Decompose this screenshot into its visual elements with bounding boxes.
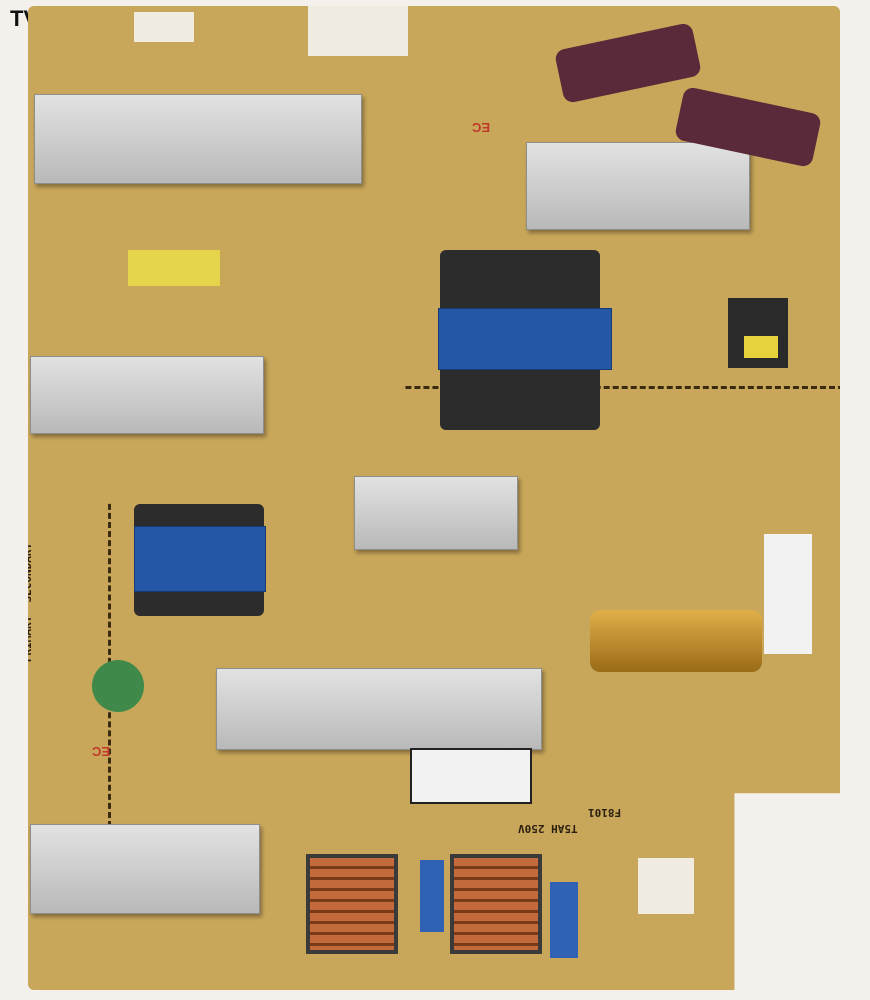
line-filter-choke	[450, 854, 542, 954]
fuse-label-2: T5AH 250V	[518, 822, 578, 835]
yellow-inductor	[744, 336, 778, 358]
heatsink	[34, 94, 362, 184]
boundary-label: PRIMARY SECONDARY	[21, 542, 35, 663]
line-filter-choke	[306, 854, 398, 954]
heatsink	[216, 668, 542, 750]
electrolytic-capacitor	[553, 22, 703, 104]
ac-connector	[638, 858, 694, 914]
bulk-capacitor	[590, 610, 762, 672]
label-sticker	[410, 748, 532, 804]
x-capacitor	[420, 860, 444, 932]
transformer-tape	[438, 308, 612, 370]
heatsink	[354, 476, 518, 550]
connector	[134, 12, 194, 42]
label-sticker	[764, 534, 812, 654]
x-capacitor	[550, 882, 578, 958]
heatsink	[30, 356, 264, 434]
heatsink	[526, 142, 750, 230]
relay	[128, 250, 220, 286]
varistor	[92, 660, 144, 712]
ec-mark: EC	[472, 120, 491, 135]
ec-mark: EC	[92, 744, 111, 759]
connector	[308, 6, 408, 56]
pcb-board: PRIMARY SECONDARY F8101 T5AH 250V EC EC	[28, 6, 840, 990]
fuse-label-1: F8101	[588, 806, 622, 819]
heatsink	[30, 824, 260, 914]
transformer-tape	[134, 526, 266, 592]
